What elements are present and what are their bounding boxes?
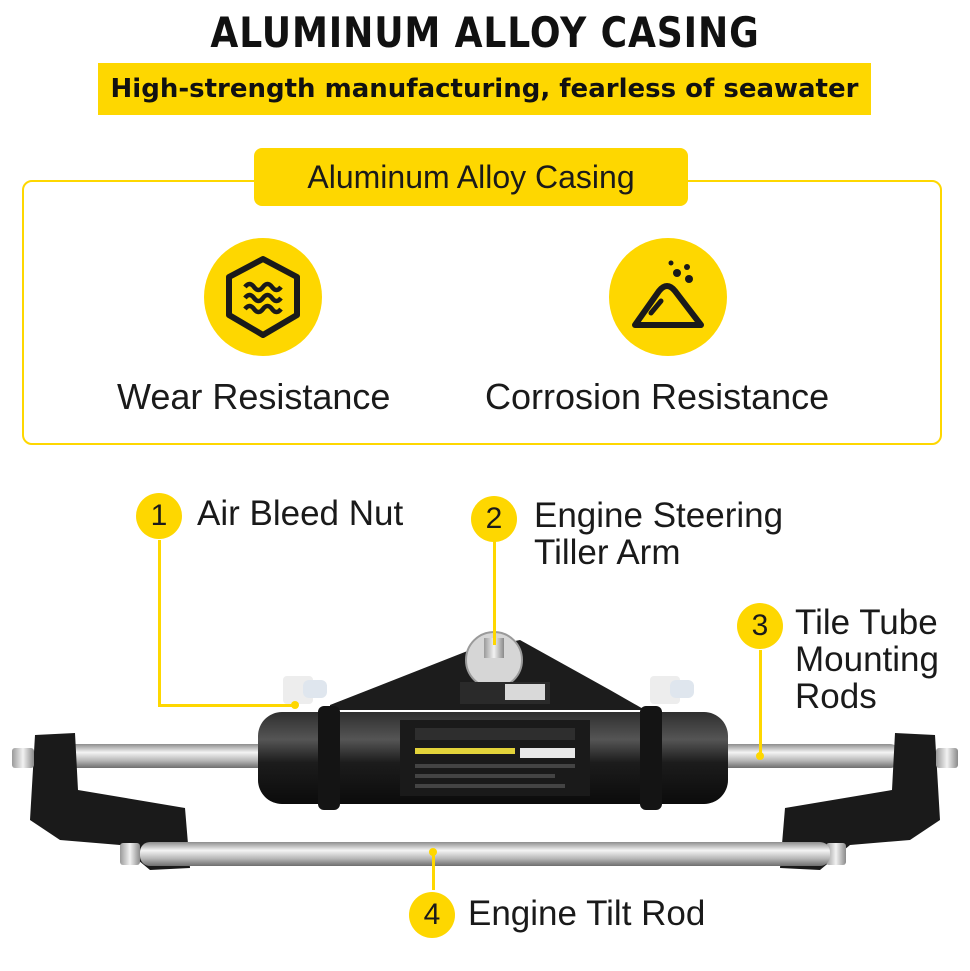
features-panel-label: Aluminum Alloy Casing: [254, 148, 688, 206]
leader-line-2: [493, 540, 496, 645]
callout-badge-4: 4: [409, 892, 455, 938]
callout-1-line-1: Air Bleed Nut: [197, 494, 404, 533]
leader-line-1-horizontal: [158, 704, 294, 707]
callout-badge-3: 3: [737, 603, 783, 649]
callout-3-line-2: Mounting: [795, 640, 939, 679]
leader-line-4: [432, 852, 435, 890]
callout-air-bleed-nut: Air Bleed Nut: [197, 495, 403, 532]
callout-3-line-3: Rods: [795, 677, 877, 716]
feature-wear-resistance: Wear Resistance: [117, 376, 391, 417]
callout-badge-2: 2: [471, 496, 517, 542]
callout-badge-1: 1: [136, 493, 182, 539]
leader-dot-1: [291, 701, 299, 709]
callout-4-line-1: Engine Tilt Rod: [468, 894, 706, 933]
leader-dot-4: [429, 848, 437, 856]
leader-line-1: [158, 540, 161, 706]
subtitle-text: High-strength manufacturing, fearless of…: [110, 74, 859, 104]
callout-engine-steering-tiller-arm: Engine Steering Tiller Arm: [534, 497, 783, 571]
sand-pile-icon: [609, 238, 727, 356]
callout-engine-tilt-rod: Engine Tilt Rod: [468, 895, 705, 932]
subtitle-banner: High-strength manufacturing, fearless of…: [98, 63, 871, 115]
leader-line-3: [759, 650, 762, 757]
page-title: ALUMINUM ALLOY CASING: [210, 8, 760, 57]
callout-2-line-1: Engine Steering: [534, 496, 784, 535]
leader-dot-3: [756, 752, 764, 760]
shield-waves-icon: [204, 238, 322, 356]
callout-2-line-2: Tiller Arm: [534, 533, 681, 572]
callout-3-line-1: Tile Tube: [795, 603, 938, 642]
feature-corrosion-resistance: Corrosion Resistance: [485, 376, 830, 417]
callout-tile-tube-mounting-rods: Tile Tube Mounting Rods: [795, 604, 939, 715]
